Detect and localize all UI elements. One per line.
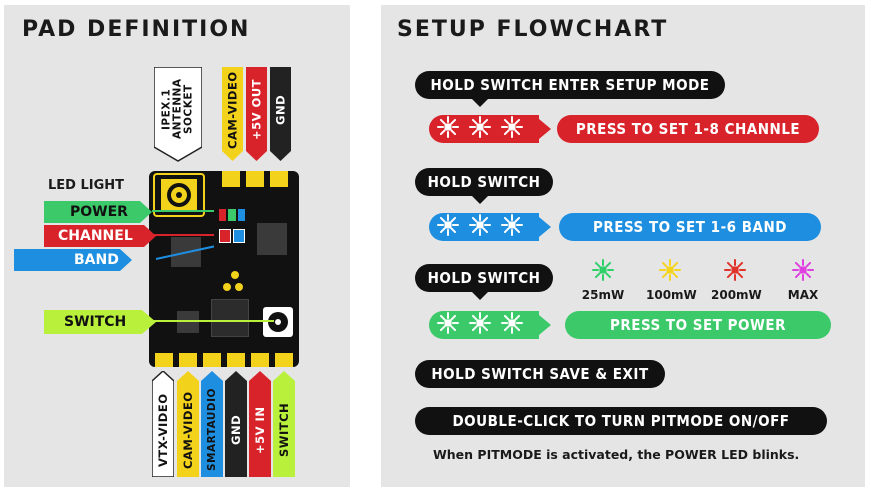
power-level-led-icon <box>724 259 746 281</box>
antenna-socket-icon <box>153 173 205 217</box>
power-action-pill: PRESS TO SET POWER <box>565 311 831 339</box>
power-level-label: 200mW <box>711 288 762 302</box>
band-action-pill: PRESS TO SET 1-6 BAND <box>559 213 821 241</box>
five-v-in-pad-label: +5V IN <box>249 371 271 477</box>
channel-action-pill: PRESS TO SET 1-8 CHANNLE <box>557 115 819 143</box>
setup-flowchart-title: SETUP FLOWCHART <box>397 17 669 42</box>
arrow-right-icon <box>539 217 551 237</box>
channel-led <box>219 229 231 243</box>
five-v-out-pad-label: +5V OUT <box>246 67 267 163</box>
smartaudio-pad-label: SMARTAUDIO <box>201 371 223 477</box>
band-led <box>233 229 245 243</box>
led-blink-icon <box>469 312 491 334</box>
power-level-led-icon <box>792 259 814 281</box>
board-pad <box>275 353 293 367</box>
vtx-board <box>149 171 299 367</box>
antenna-label: IPEX.1 ANTENNA SOCKET <box>154 67 202 163</box>
arrow-right-icon <box>539 315 551 335</box>
led-blink-icon <box>501 312 523 334</box>
power-level-led-icon <box>592 259 614 281</box>
cam-video-bottom-pad-label: CAM-VIDEO <box>177 371 199 477</box>
led-blink-icon <box>437 214 459 236</box>
callout-tail <box>471 98 489 107</box>
led-light-label: LED LIGHT <box>48 178 125 193</box>
led-blink-icon <box>437 116 459 138</box>
chip <box>211 299 249 337</box>
power-led <box>219 209 245 221</box>
switch-pad-label: SWITCH <box>273 371 295 477</box>
channel-led-label: CHANNEL <box>44 225 156 247</box>
callout-tail <box>471 291 489 300</box>
board-pad <box>270 171 288 187</box>
led-blink-icon <box>501 214 523 236</box>
pad-definition-panel: PAD DEFINITION IPEX.1 ANTENNA SOCKET CAM… <box>4 5 350 487</box>
led-blink-icon <box>501 116 523 138</box>
pitmode-note: When PITMODE is activated, the POWER LED… <box>433 447 800 462</box>
gnd-bottom-pad-label: GND <box>225 371 247 477</box>
led-blink-icon <box>469 116 491 138</box>
power-level-label: 25mW <box>581 288 625 302</box>
board-pad <box>203 353 221 367</box>
band-led-label: BAND <box>14 249 132 271</box>
cam-video-top-pad-label: CAM-VIDEO <box>222 67 243 163</box>
board-pad <box>179 353 197 367</box>
switch-label: SWITCH <box>44 310 156 334</box>
hold-switch-step-2: HOLD SWITCH <box>415 168 553 196</box>
chip <box>257 223 287 255</box>
power-level-led-icon <box>659 259 681 281</box>
led-blink-icon <box>469 214 491 236</box>
led-leader-lines <box>152 210 214 260</box>
hold-switch-enter-setup-step: HOLD SWITCH ENTER SETUP MODE <box>415 71 725 99</box>
hold-switch-step-3: HOLD SWITCH <box>415 264 553 292</box>
board-pad <box>227 353 245 367</box>
power-level-label: MAX <box>787 288 819 302</box>
led-blink-icon <box>437 312 459 334</box>
setup-flowchart-panel: SETUP FLOWCHART HOLD SWITCH ENTER SETUP … <box>381 5 865 487</box>
hold-switch-save-exit-step: HOLD SWITCH SAVE & EXIT <box>415 360 665 388</box>
gnd-top-pad-label: GND <box>270 67 291 163</box>
board-pad <box>251 353 269 367</box>
board-pad <box>246 171 264 187</box>
board-pad <box>222 171 240 187</box>
pad-definition-title: PAD DEFINITION <box>22 17 251 42</box>
arrow-right-icon <box>539 119 551 139</box>
power-led-label: POWER <box>44 201 152 223</box>
pitmode-action-pill: DOUBLE-CLICK TO TURN PITMODE ON/OFF <box>415 407 827 435</box>
vtx-video-pad-label: VTX-VIDEO <box>152 371 174 477</box>
callout-tail <box>471 195 489 204</box>
power-level-label: 100mW <box>646 288 697 302</box>
board-pad <box>155 353 173 367</box>
